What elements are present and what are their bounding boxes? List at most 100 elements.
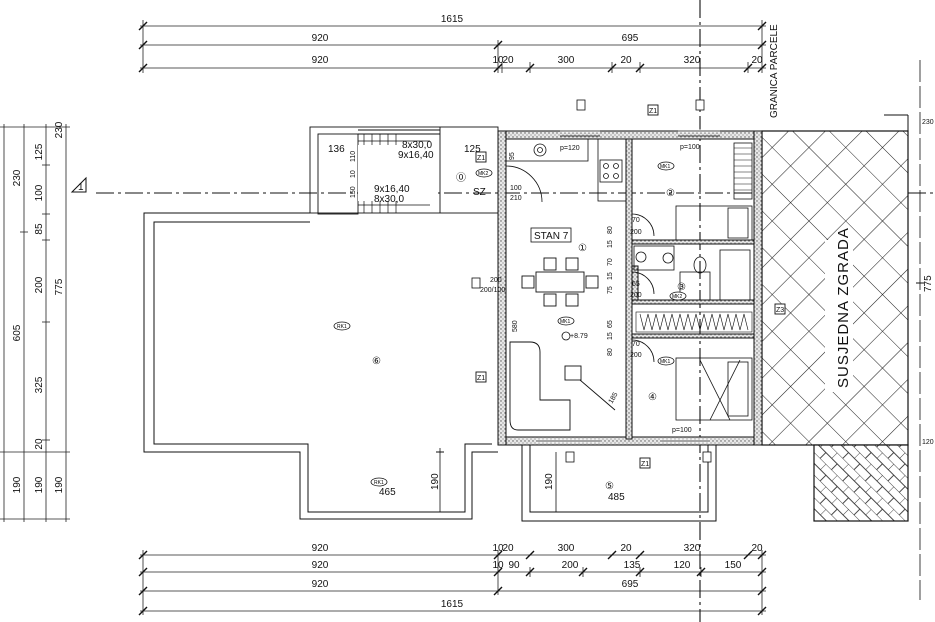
left-dim: 125 <box>34 143 45 160</box>
inner-dim: 15 <box>607 240 614 248</box>
bedroom-2 <box>675 142 753 241</box>
stair-dim: 10 <box>350 170 357 178</box>
stair-spec: 9x16,40 <box>398 150 434 161</box>
top-dim-seg: 20 <box>751 55 763 66</box>
stair-spec: 9x16,40 <box>374 184 410 195</box>
left-dim: 190 <box>54 476 65 493</box>
inner-dim: 80 <box>607 226 614 234</box>
floor-tag: RK1 <box>337 324 347 330</box>
terrace-depth: 190 <box>430 473 441 490</box>
top-dim-seg: 20 <box>502 55 514 66</box>
window-markers <box>471 99 712 463</box>
inner-dim: 75 <box>607 286 614 294</box>
bottom-dim-seg: 920 <box>312 543 329 554</box>
bottom-dim-seg: 920 <box>312 579 329 590</box>
bottom-dim-seg: 120 <box>674 560 691 571</box>
right-dim: 775 <box>923 275 934 292</box>
top-dim-seg: 920 <box>312 55 329 66</box>
level-marker: +8.79 <box>570 333 588 340</box>
floor-tag: MK2 <box>478 171 489 177</box>
bottom-dim-seg: 20 <box>502 543 514 554</box>
opening-dim: 210 <box>510 195 522 202</box>
left-dimension-chains <box>0 124 70 522</box>
bottom-dim-seg: 135 <box>624 560 641 571</box>
room-number: ④ <box>648 392 657 403</box>
apartment-name: STAN 7 <box>534 231 569 242</box>
bathroom <box>633 245 751 301</box>
floor-tag: MK2 <box>672 294 683 300</box>
wall-tag: Z3 <box>776 307 784 314</box>
window-dim: p=100 <box>672 427 692 434</box>
left-dim: 100 <box>34 184 45 201</box>
opening-dim: 100 <box>510 185 522 192</box>
inner-dim: 185 <box>608 391 620 405</box>
top-dim-seg: 300 <box>558 55 575 66</box>
dining-table <box>521 257 599 307</box>
stair-dim: 125 <box>464 144 481 155</box>
room-number: ③ <box>677 282 686 293</box>
floor-tag: MK1 <box>660 359 671 365</box>
window-dim: p=100 <box>680 144 700 151</box>
terrace <box>143 212 498 520</box>
bottom-dim-seg: 20 <box>620 543 632 554</box>
bottom-dim-seg: 695 <box>622 579 639 590</box>
wall-tag: Z1 <box>649 108 657 115</box>
doors <box>505 165 655 363</box>
stair-spec: 8x30,0 <box>374 194 404 205</box>
kitchen <box>505 138 627 202</box>
left-dim: 325 <box>34 376 45 393</box>
top-dim-seg: 320 <box>684 55 701 66</box>
top-dim-left: 920 <box>312 33 329 44</box>
terrace-width: 465 <box>379 487 396 498</box>
bottom-dim-seg: 10 <box>492 543 504 554</box>
parcel-border-label: GRANICA PARCELE <box>769 24 780 118</box>
bottom-dim-seg: 90 <box>508 560 520 571</box>
door-dim: 70 <box>632 217 640 224</box>
wall-tag: Z1 <box>641 461 649 468</box>
floor-tags <box>333 161 687 487</box>
right-dim: 120 <box>922 439 934 446</box>
left-dim: 85 <box>34 223 45 235</box>
room-number: ⑥ <box>372 356 381 367</box>
wall-tag: Z1 <box>477 155 485 162</box>
stair-dim: 136 <box>328 144 345 155</box>
wardrobe <box>635 311 753 333</box>
door-dim: 200 <box>630 229 642 236</box>
room-number: ① <box>578 243 587 254</box>
left-dim: 775 <box>54 278 65 295</box>
inner-dim: 15 <box>607 332 614 340</box>
inner-dim: 580 <box>512 320 519 332</box>
staircase <box>309 126 499 215</box>
left-dim: 200 <box>34 276 45 293</box>
bedroom-4 <box>675 357 753 421</box>
door-dim: 200 <box>630 352 642 359</box>
room-number: ⓪ <box>456 172 466 184</box>
section-marker: 1 <box>78 182 84 193</box>
left-dim-total: 605 <box>12 324 23 341</box>
bottom-dim-seg: 200 <box>562 560 579 571</box>
bottom-dim-seg: 20 <box>751 543 763 554</box>
balcony-width: 485 <box>608 492 625 503</box>
right-dim: 230 <box>922 119 934 126</box>
left-dim: 190 <box>34 476 45 493</box>
floor-tag: RK1 <box>374 480 384 486</box>
stair-dim: 110 <box>350 151 357 162</box>
inner-dim: 80 <box>607 348 614 356</box>
wall-tag: Z1 <box>477 375 485 382</box>
bottom-dim-seg: 320 <box>684 543 701 554</box>
door-dim: 200 <box>630 292 642 299</box>
top-dim-seg: 10 <box>492 55 504 66</box>
top-dimension-chains <box>140 20 766 73</box>
floor-tag: MK1 <box>660 164 671 170</box>
left-dim: 20 <box>34 438 45 450</box>
inner-dim: 70 <box>607 258 614 266</box>
top-dim-total: 1615 <box>441 14 464 25</box>
side-dim: 200 <box>490 277 502 284</box>
stair-dim: 150 <box>350 186 357 198</box>
inner-dim: 15 <box>607 272 614 280</box>
side-dim: 200/100 <box>480 287 505 294</box>
left-dim: 230 <box>12 169 23 186</box>
room-number: ② <box>666 188 675 199</box>
sz-label: SZ <box>473 187 486 198</box>
bottom-dim-seg: 10 <box>492 560 504 571</box>
